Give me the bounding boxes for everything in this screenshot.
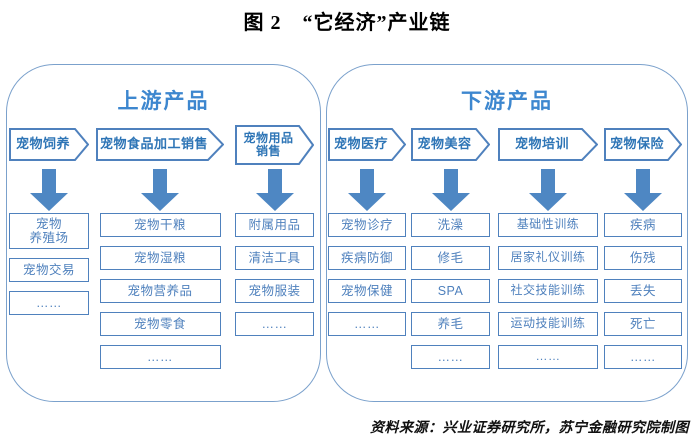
item-box: 附属用品 xyxy=(235,213,314,237)
item-list: 宠物诊疗 疾病防御 宠物保健 …… xyxy=(328,213,406,336)
item-box: 清洁工具 xyxy=(235,246,314,270)
panel-upstream: 上游产品 宠物饲养 宠物 养殖场 宠物交易 …… xyxy=(6,64,321,402)
item-box: 伤残 xyxy=(604,246,682,270)
item-box: 居家礼仪训练 xyxy=(498,246,598,270)
stage-column-pet-supplies: 宠物用品 销售 附属用品 清洁工具 宠物服装 …… xyxy=(235,121,314,336)
stage-label: 宠物用品 销售 xyxy=(243,130,294,158)
source-note: 资料来源：兴业证券研究所，苏宁金融研究院制图 xyxy=(370,421,689,436)
item-list: 基础性训练 居家礼仪训练 社交技能训练 运动技能训练 …… xyxy=(498,213,598,369)
stage-pentagon: 宠物保险 xyxy=(604,128,682,161)
stage-label: 宠物美容 xyxy=(417,136,472,152)
stage-column-pet-training: 宠物培训 基础性训练 居家礼仪训练 社交技能训练 运动技能训练 …… xyxy=(498,121,598,369)
item-box: 宠物湿粮 xyxy=(99,246,221,270)
figure-title: 图 2 “它经济”产业链 xyxy=(243,12,451,34)
pentagon-shape-icon xyxy=(498,128,598,161)
item-box: 养毛 xyxy=(411,312,490,336)
stage-label: 宠物食品加工销售 xyxy=(99,136,208,152)
stage-column-pet-insurance: 宠物保险 疾病 伤残 丢失 死亡 …… xyxy=(604,121,682,369)
item-list: 疾病 伤残 丢失 死亡 …… xyxy=(604,213,682,369)
stage-column-pet-grooming: 宠物美容 洗澡 修毛 SPA 养毛 …… xyxy=(411,121,490,369)
stage-pentagon: 宠物饲养 xyxy=(9,128,89,161)
item-box: …… xyxy=(604,345,682,369)
item-list: 洗澡 修毛 SPA 养毛 …… xyxy=(411,213,490,369)
item-list: 附属用品 清洁工具 宠物服装 …… xyxy=(235,213,314,336)
pentagon-shape-icon xyxy=(604,128,682,161)
item-box: 宠物交易 xyxy=(9,258,89,282)
item-box: 宠物服装 xyxy=(235,279,314,303)
stage-column-pet-breeding: 宠物饲养 宠物 养殖场 宠物交易 …… xyxy=(9,121,89,315)
item-box: …… xyxy=(498,345,598,369)
item-box: 疾病 xyxy=(604,213,682,237)
item-box: 宠物营养品 xyxy=(99,279,221,303)
pentagon-shape-icon xyxy=(411,128,490,161)
down-arrow-icon xyxy=(624,169,662,211)
down-arrow-icon xyxy=(141,169,179,211)
stage-column-pet-food: 宠物食品加工销售 宠物干粮 宠物湿粮 宠物营养品 宠物零食 …… xyxy=(96,121,224,369)
item-box: 死亡 xyxy=(604,312,682,336)
panel-title: 下游产品 xyxy=(461,90,553,113)
item-list: 宠物 养殖场 宠物交易 …… xyxy=(9,213,89,315)
item-box: 宠物诊疗 xyxy=(328,213,406,237)
stage-label: 宠物饲养 xyxy=(15,136,70,152)
down-arrow-icon xyxy=(529,169,567,211)
pentagon-shape-icon xyxy=(9,128,89,161)
pentagon-shape-icon xyxy=(328,128,406,161)
stage-label: 宠物医疗 xyxy=(333,136,388,152)
stage-pentagon: 宠物食品加工销售 xyxy=(96,128,224,161)
stage-pentagon: 宠物美容 xyxy=(411,128,490,161)
item-box: SPA xyxy=(411,279,490,303)
item-box: …… xyxy=(235,312,314,336)
down-arrow-icon xyxy=(431,169,470,211)
item-box: 洗澡 xyxy=(411,213,490,237)
item-box: 宠物干粮 xyxy=(99,213,221,237)
item-box: 社交技能训练 xyxy=(498,279,598,303)
item-list: 宠物干粮 宠物湿粮 宠物营养品 宠物零食 …… xyxy=(99,213,221,369)
pentagon-shape-icon xyxy=(96,128,224,161)
panel-downstream: 下游产品 宠物医疗 宠物诊疗 疾病防御 宠物保健 …… xyxy=(326,64,688,402)
item-box: 运动技能训练 xyxy=(498,312,598,336)
item-box: …… xyxy=(99,345,221,369)
down-arrow-icon xyxy=(348,169,386,211)
down-arrow-icon xyxy=(30,169,68,211)
item-box: …… xyxy=(9,291,89,315)
item-box: 宠物保健 xyxy=(328,279,406,303)
item-box: 宠物零食 xyxy=(99,312,221,336)
stage-pentagon: 宠物医疗 xyxy=(328,128,406,161)
stage-pentagon: 宠物培训 xyxy=(498,128,598,161)
stage-column-pet-medical: 宠物医疗 宠物诊疗 疾病防御 宠物保健 …… xyxy=(328,121,406,336)
stage-label: 宠物保险 xyxy=(609,136,664,152)
item-box: …… xyxy=(328,312,406,336)
panel-title: 上游产品 xyxy=(117,90,210,113)
item-box: 修毛 xyxy=(411,246,490,270)
stage-label: 宠物培训 xyxy=(514,136,569,152)
down-arrow-icon xyxy=(255,169,294,211)
stage-pentagon: 宠物用品 销售 xyxy=(235,125,314,165)
item-box: 基础性训练 xyxy=(498,213,598,237)
item-box: 疾病防御 xyxy=(328,246,406,270)
item-box: …… xyxy=(411,345,490,369)
pentagon-shape-icon xyxy=(235,125,314,165)
item-box: 宠物 养殖场 xyxy=(9,213,89,249)
item-box: 丢失 xyxy=(604,279,682,303)
